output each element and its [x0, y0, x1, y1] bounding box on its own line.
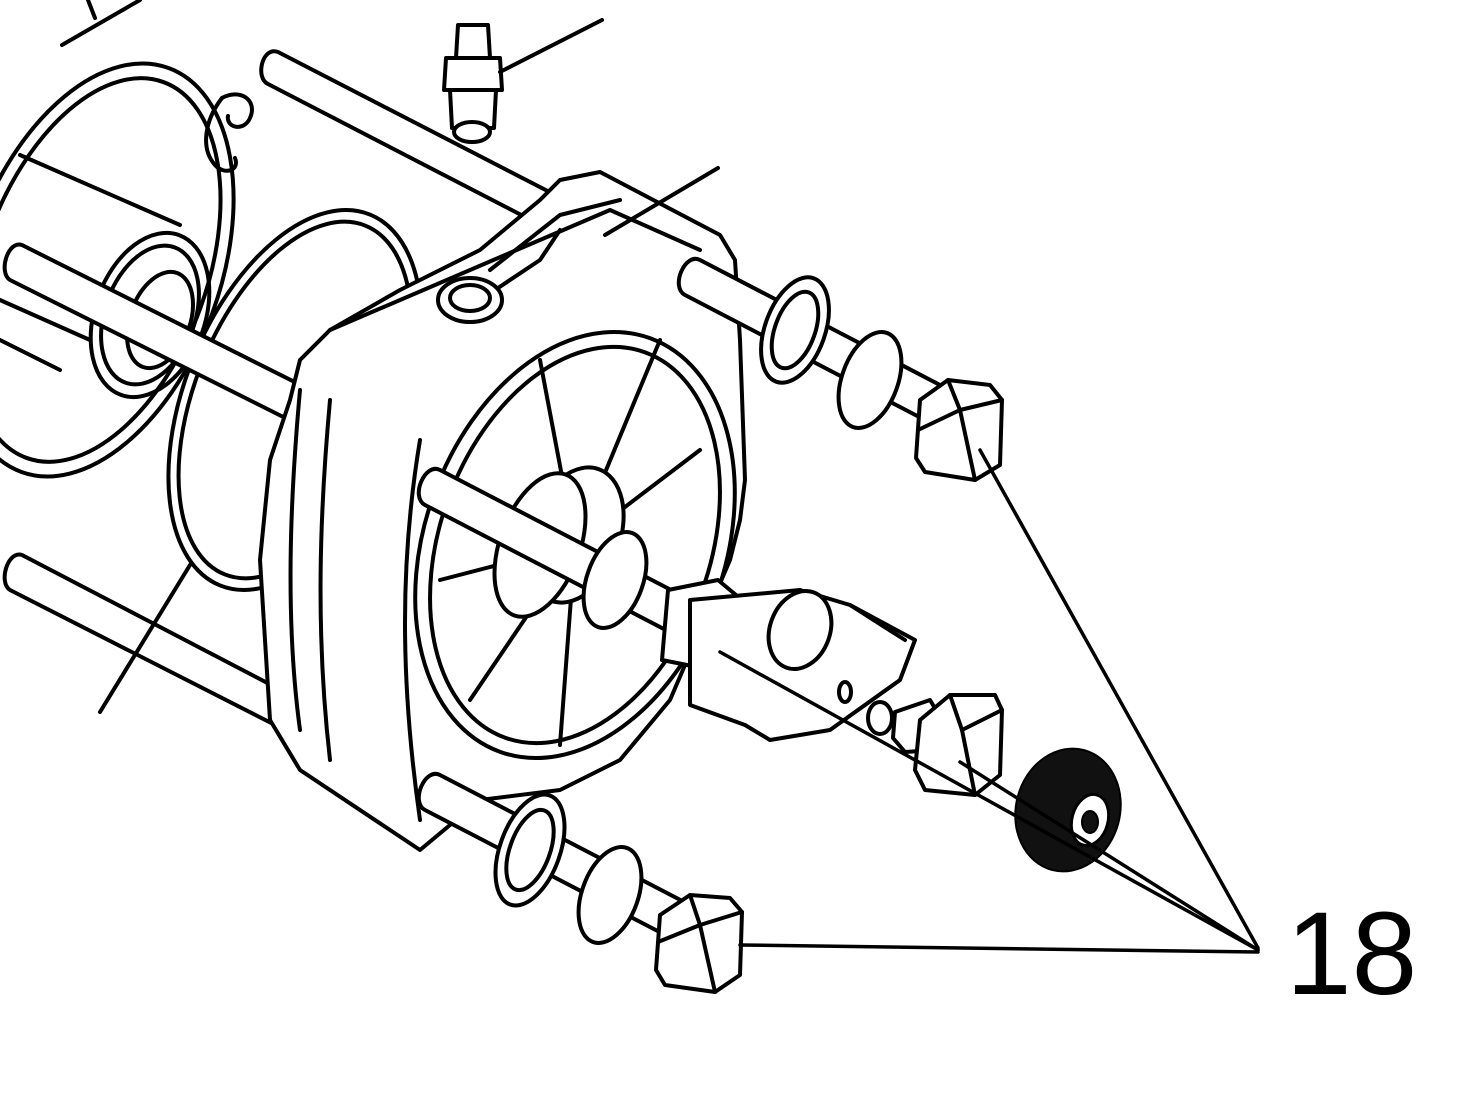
lower-bolt-assembly — [416, 771, 744, 994]
outer-ring — [0, 61, 236, 479]
part-leaders — [98, 563, 192, 714]
small-hardware — [866, 693, 1004, 797]
clevis-bracket — [688, 588, 917, 742]
callout-leaders — [718, 448, 1260, 954]
top-left-fragment — [60, 0, 142, 47]
retaining-clip — [204, 92, 254, 173]
upper-bolt-assembly — [676, 256, 1004, 482]
callout-number-label: 18 — [1286, 888, 1418, 1020]
drive-gear — [1014, 747, 1122, 873]
grease-nipple — [442, 18, 604, 144]
